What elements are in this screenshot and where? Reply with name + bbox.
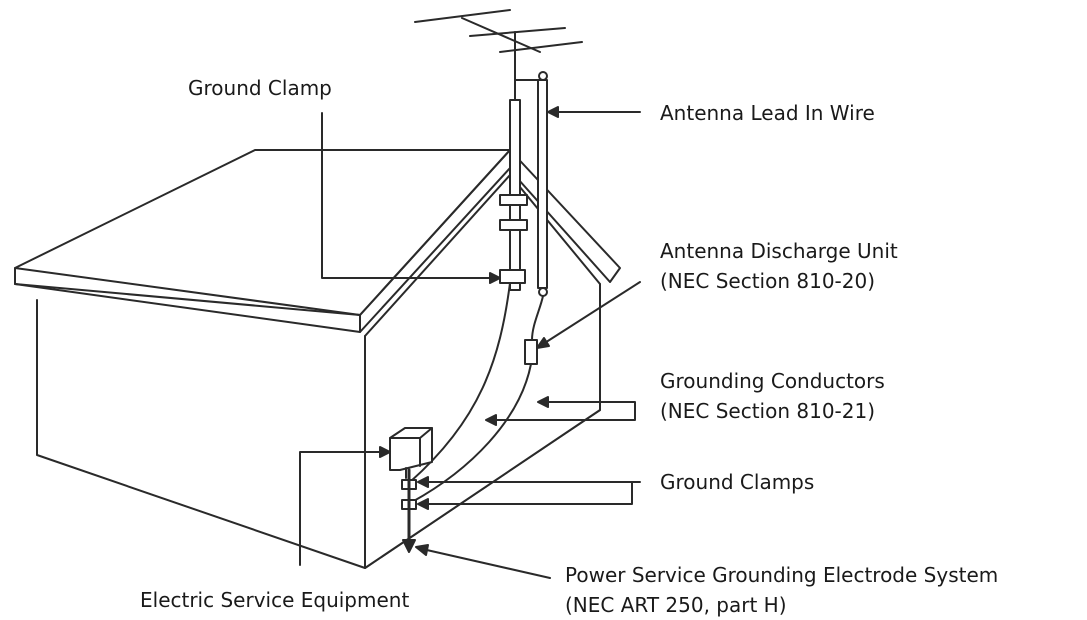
label-power-service-grounding: Power Service Grounding Electrode System…	[565, 560, 998, 620]
label-power-service-grounding-line1: Power Service Grounding Electrode System	[565, 563, 999, 587]
roof-thickness-line	[359, 149, 511, 316]
label-power-service-grounding-line2: (NEC ART 250, part H)	[565, 593, 787, 617]
lead-in-standoff	[514, 75, 541, 81]
antenna-lead-in-wire	[537, 79, 548, 289]
label-electric-service-equipment: Electric Service Equipment	[140, 588, 410, 612]
lead-in-to-discharge	[531, 295, 544, 341]
label-grounding-conductors-line1: Grounding Conductors	[660, 369, 885, 393]
label-antenna-discharge-unit-line1: Antenna Discharge Unit	[660, 239, 898, 263]
leader-electric-service	[299, 451, 389, 566]
grounding-conductor-discharge	[411, 363, 532, 503]
leader-power-grounding	[417, 547, 551, 579]
leader-grounding-conductors-arrow-2	[485, 414, 497, 426]
leader-ground-clamps	[419, 481, 641, 505]
roof-gable-end	[359, 167, 511, 333]
label-ground-clamps: Ground Clamps	[660, 470, 815, 494]
label-grounding-conductors-line2: (NEC Section 810-21)	[660, 399, 876, 423]
label-grounding-conductors: Grounding Conductors (NEC Section 810-21…	[660, 366, 885, 426]
antenna-element-1	[414, 9, 511, 23]
leader-grounding-conductors-arrow-1	[537, 396, 549, 408]
antenna-discharge-unit	[524, 339, 538, 365]
mast-ground-clamp	[499, 269, 526, 284]
label-antenna-lead-in-wire: Antenna Lead In Wire	[660, 101, 875, 125]
label-antenna-discharge-unit: Antenna Discharge Unit (NEC Section 810-…	[660, 236, 898, 296]
leader-electric-service-arrow	[379, 446, 391, 458]
mast-bracket-2	[499, 219, 528, 231]
leader-ground-clamp-arrow	[489, 272, 501, 284]
label-ground-clamp: Ground Clamp	[188, 76, 332, 100]
label-antenna-discharge-unit-line2: (NEC Section 810-20)	[660, 269, 876, 293]
house-left-wall	[36, 299, 366, 569]
antenna-boom	[461, 17, 541, 53]
antenna-element-2	[469, 27, 566, 37]
leader-ground-clamps-arrow-1	[417, 476, 429, 488]
grounding-conductor-mast	[409, 282, 511, 483]
leader-grounding-conductors	[487, 401, 636, 421]
leader-discharge-unit-arrow	[536, 337, 550, 349]
roof-front-edge	[14, 267, 361, 333]
leader-ground-clamp	[321, 112, 499, 279]
lead-in-lower-insulator	[538, 287, 548, 297]
leader-antenna-lead-in-arrow	[547, 106, 559, 118]
antenna-element-3	[499, 41, 583, 53]
leader-power-grounding-arrow	[415, 544, 429, 556]
lead-in-top-insulator	[538, 71, 548, 81]
mast-bracket-1	[499, 194, 528, 206]
ground-rod-tip	[402, 539, 416, 553]
leader-discharge-unit	[539, 281, 641, 347]
leader-ground-clamps-arrow-2	[417, 498, 429, 510]
